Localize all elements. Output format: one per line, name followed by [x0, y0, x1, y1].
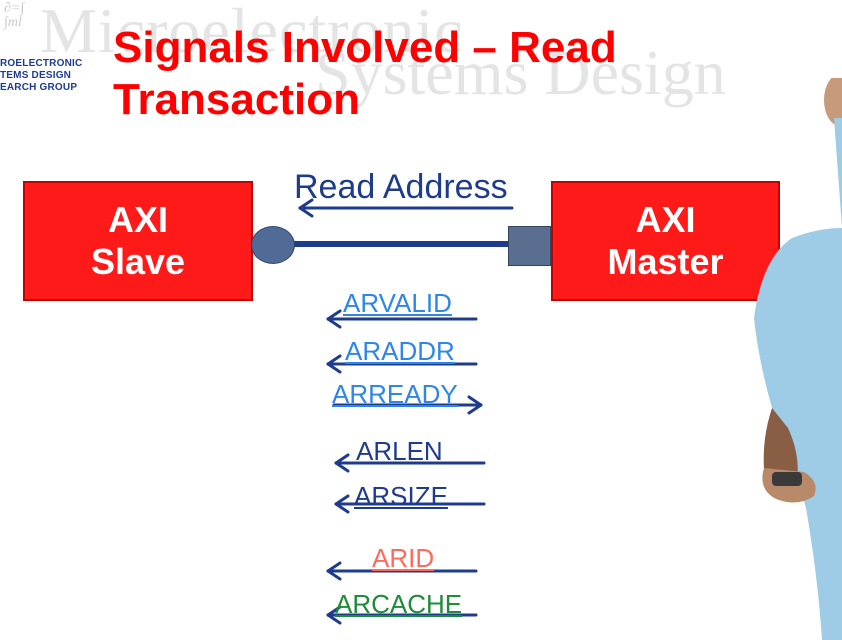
slide-title-line2: Transaction [113, 75, 360, 124]
signal-arid-label: ARID [372, 543, 435, 573]
signal-arvalid-arrow-head-upper [326, 309, 342, 321]
read-address-bus-line [285, 241, 515, 247]
slide-title-line1: Signals Involved – Read [113, 23, 617, 72]
slave-port-circle [251, 226, 295, 264]
read-address-arrow-head-lower [298, 206, 314, 218]
signal-arsize-arrow-head-lower [334, 502, 350, 514]
signal-arlen-arrow-head-lower [334, 461, 350, 473]
signal-araddr-arrow-head-upper [326, 354, 342, 366]
read-address-channel-label: Read Address [294, 168, 508, 206]
signal-arid-arrow-head-lower [326, 569, 342, 581]
axi-slave-box: AXI Slave [23, 181, 253, 301]
signal-arcache-label: ARCACHE [335, 589, 463, 619]
research-group-logo: ROELECTRONIC TEMS DESIGN EARCH GROUP [0, 58, 82, 94]
master-port-square [508, 226, 551, 266]
presenter-person-image [754, 78, 842, 640]
signal-arid-arrow-head-upper [326, 561, 342, 573]
axi-master-line1: AXI [635, 199, 696, 240]
signal-arcache-arrow-head-upper [326, 605, 342, 617]
logo-line2: TEMS DESIGN [0, 70, 72, 81]
signal-araddr-arrow-head-lower [326, 362, 342, 374]
axi-slave-line1: AXI [107, 199, 168, 240]
signal-arsize-arrow-head-upper [334, 494, 350, 506]
equation-scribble-decoration: ∂=∫∫ml [4, 1, 25, 30]
signal-arcache-arrow-head-lower [326, 613, 342, 625]
signal-arvalid-arrow-head-lower [326, 317, 342, 329]
signal-arready-arrow-head-lower [467, 403, 483, 415]
axi-master-box: AXI Master [551, 181, 780, 301]
signal-arready-label: ARREADY [332, 379, 458, 409]
logo-line3: EARCH GROUP [0, 82, 78, 93]
read-address-arrow-head-upper [298, 198, 314, 210]
slide-title: Signals Involved – Read Transaction [113, 22, 617, 126]
signal-arlen-arrow-head-upper [334, 453, 350, 465]
axi-slave-line2: Slave [90, 241, 186, 282]
signal-arvalid-label: ARVALID [343, 288, 452, 318]
axi-master-line2: Master [607, 241, 724, 282]
signal-arready-arrow-head-upper [467, 395, 483, 407]
signal-arsize-label: ARSIZE [354, 481, 448, 511]
signal-araddr-label: ARADDR [345, 336, 455, 366]
signal-arlen-label: ARLEN [356, 436, 443, 466]
logo-line1: ROELECTRONIC [0, 58, 83, 69]
